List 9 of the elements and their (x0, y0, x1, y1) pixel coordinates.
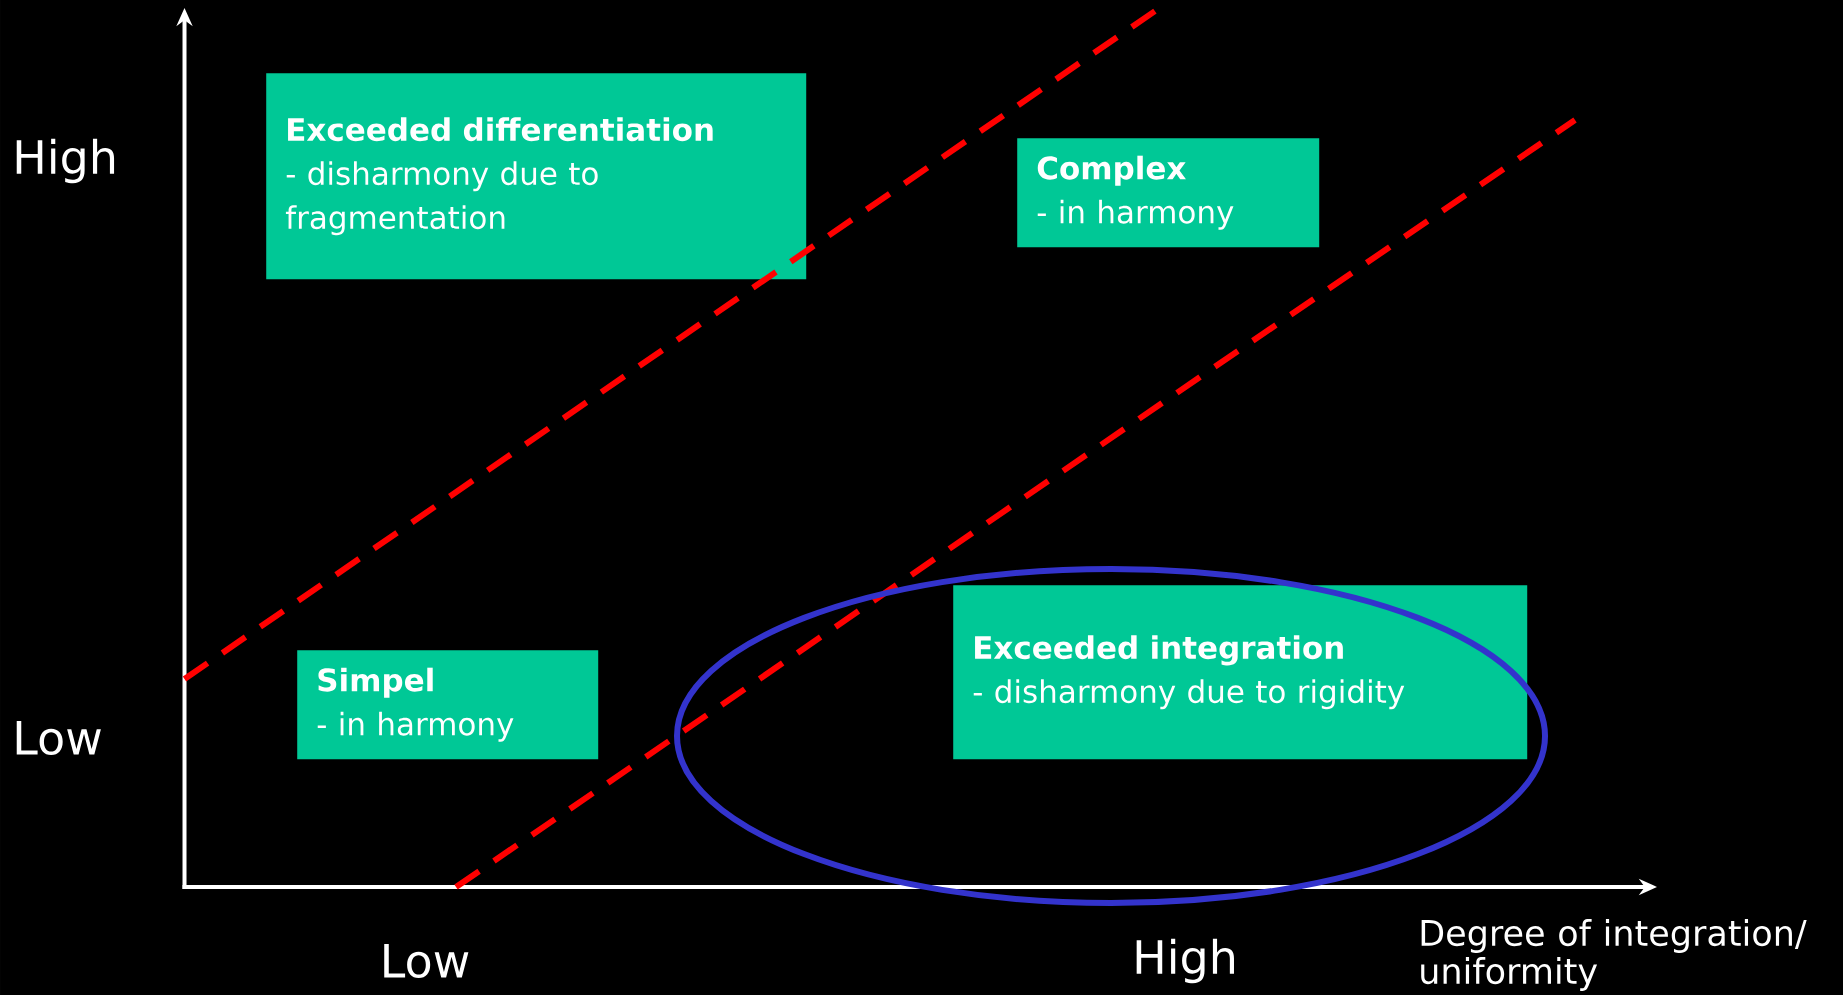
text-box: Simpel - in harmony (297, 650, 599, 760)
axis-label: Degree of integration/ uniformity (1421, 919, 1807, 991)
axis-label: High (16, 138, 115, 184)
text-box: Exceeded integration - disharmony due to rigidity (953, 585, 1528, 760)
text-box: Exceeded differentiation - disharmony due to fragmentation (266, 73, 807, 280)
axis-label: Low (384, 943, 469, 979)
axis-label: High (1136, 938, 1234, 984)
text-box: Complex - in harmony (1017, 138, 1320, 248)
axis-label: Low (16, 720, 101, 756)
